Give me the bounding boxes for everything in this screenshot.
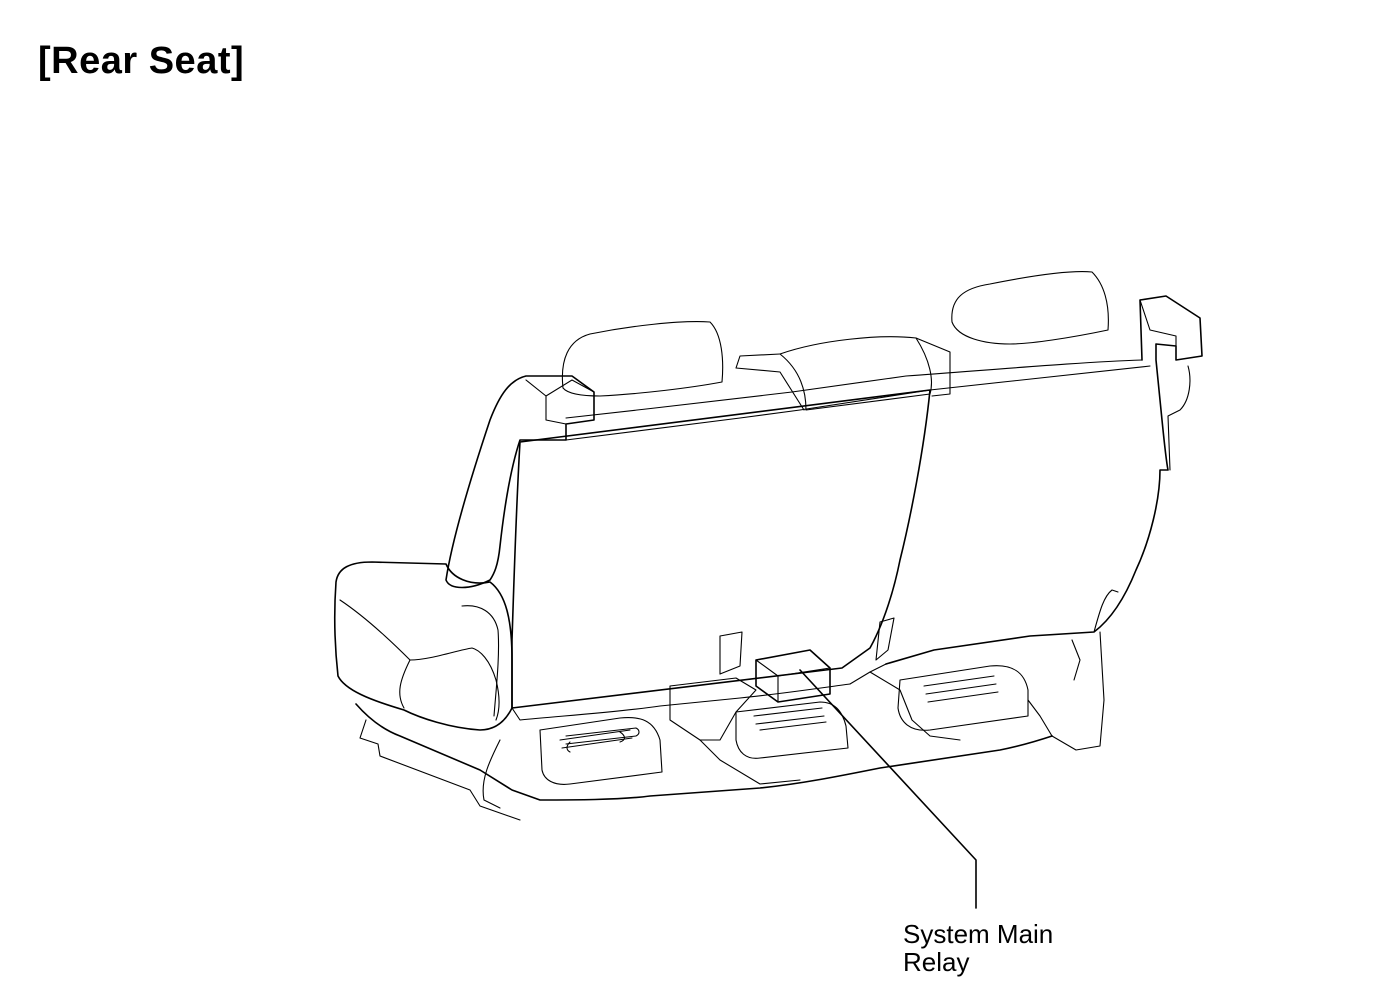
right-side-bolster <box>885 295 1203 665</box>
center-cushion-tray <box>735 701 849 759</box>
center-divider <box>779 336 933 411</box>
left-side-bolster <box>445 375 595 589</box>
seat-back-top-rail <box>565 359 1143 419</box>
system-main-relay-label: System Main Relay <box>903 920 1053 976</box>
right-headrest <box>951 271 1109 345</box>
left-cushion-tray <box>539 717 663 785</box>
left-armrest <box>333 561 513 731</box>
system-main-relay-box <box>755 649 831 703</box>
page-title: [Rear Seat] <box>38 40 245 82</box>
left-headrest <box>561 321 724 397</box>
left-bracket <box>719 631 743 675</box>
right-base-panel <box>1027 631 1105 751</box>
right-cushion-tray <box>897 665 1029 731</box>
callout-line-1: System Main <box>903 919 1054 949</box>
seat-back-panel <box>511 389 931 709</box>
callout-line-2: Relay <box>903 947 970 977</box>
seat-base-frame <box>355 703 1053 801</box>
callout-leader-line <box>799 669 977 909</box>
